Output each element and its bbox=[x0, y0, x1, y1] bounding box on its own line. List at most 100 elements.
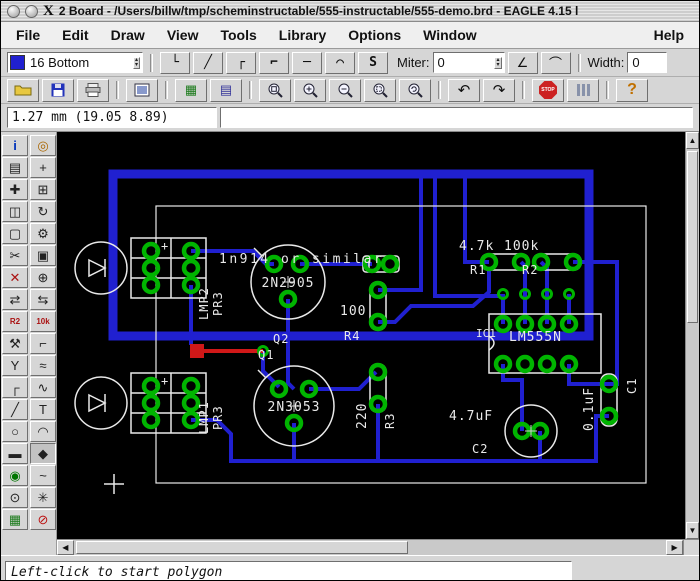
tool-group[interactable]: ▢ bbox=[2, 223, 28, 244]
help-button[interactable]: ? bbox=[616, 78, 648, 102]
tool-rotate[interactable]: ↻ bbox=[30, 201, 56, 222]
layer-select[interactable]: 16 Bottom ▴ ▾ bbox=[7, 52, 143, 73]
bend-style-3-button[interactable]: ┌ bbox=[226, 51, 256, 74]
scroll-up-icon[interactable]: ▲ bbox=[686, 132, 699, 149]
tool-replace[interactable]: ⇆ bbox=[30, 289, 56, 310]
miter-round-button[interactable]: ⌒ bbox=[540, 51, 571, 74]
tool-change[interactable]: ⚙ bbox=[30, 223, 56, 244]
bend-style-2-button[interactable]: ╱ bbox=[193, 51, 223, 74]
tool-polygon[interactable]: ◆ bbox=[30, 443, 56, 464]
tool-ratsnest[interactable]: ✳ bbox=[30, 487, 56, 508]
help-icon: ? bbox=[627, 81, 637, 98]
tool-drc[interactable]: ⊘ bbox=[30, 509, 56, 530]
tool-show[interactable]: ◎ bbox=[30, 135, 56, 156]
tool-info[interactable]: i bbox=[2, 135, 28, 156]
tool-delete[interactable]: ✕ bbox=[2, 267, 28, 288]
tool-auto[interactable]: ▦ bbox=[2, 509, 28, 530]
tool-pinswap[interactable]: ⇄ bbox=[2, 289, 28, 310]
scrollbar-corner bbox=[683, 539, 699, 555]
tool-text[interactable]: T bbox=[30, 399, 56, 420]
zoom-redraw-button[interactable] bbox=[399, 78, 431, 102]
tool-circle[interactable]: ○ bbox=[2, 421, 28, 442]
tool-smash[interactable]: ⚒ bbox=[2, 333, 28, 354]
miter-spinner[interactable]: ▴ ▾ bbox=[494, 56, 502, 69]
zoom-in-button[interactable] bbox=[294, 78, 326, 102]
spin-down-icon: ▾ bbox=[496, 61, 500, 68]
tool-paste[interactable]: ▣ bbox=[30, 245, 56, 266]
bend-style-7-button[interactable]: S bbox=[358, 51, 388, 74]
open-button[interactable] bbox=[7, 78, 39, 102]
minimize-button[interactable] bbox=[25, 4, 38, 18]
scroll-left-icon[interactable]: ◀ bbox=[56, 540, 74, 555]
go-button[interactable] bbox=[567, 78, 599, 102]
tool-add[interactable]: ⊕ bbox=[30, 267, 56, 288]
r4-name: R4 bbox=[344, 329, 360, 343]
tool-ripup[interactable]: ∿ bbox=[30, 377, 56, 398]
bend-style-4-button[interactable]: ⌐ bbox=[259, 51, 289, 74]
tool-value[interactable]: 10k bbox=[30, 311, 56, 332]
floppy-icon bbox=[51, 83, 65, 97]
layer-spinner[interactable]: ▴ ▾ bbox=[132, 56, 140, 69]
scroll-down-icon[interactable]: ▼ bbox=[686, 522, 699, 539]
board-button[interactable] bbox=[126, 78, 158, 102]
menu-file[interactable]: File bbox=[16, 27, 41, 43]
tool-hole[interactable]: ⊙ bbox=[2, 487, 28, 508]
tool-copy[interactable]: ⊞ bbox=[30, 179, 56, 200]
print-button[interactable] bbox=[77, 78, 109, 102]
menu-edit[interactable]: Edit bbox=[62, 27, 89, 43]
miter-input[interactable]: 0 ▴ ▾ bbox=[432, 52, 505, 73]
tool-display[interactable]: ▤ bbox=[2, 157, 28, 178]
menu-draw[interactable]: Draw bbox=[110, 27, 145, 43]
menu-view[interactable]: View bbox=[166, 27, 199, 43]
bend-style-5-button[interactable]: ─ bbox=[292, 51, 322, 74]
tool-split[interactable]: Y bbox=[2, 355, 28, 376]
menu-tools[interactable]: Tools bbox=[220, 27, 257, 43]
horizontal-scroll-track[interactable] bbox=[410, 540, 666, 555]
vertical-scroll-thumb[interactable] bbox=[687, 151, 698, 323]
horizontal-scroll-thumb[interactable] bbox=[75, 541, 408, 554]
q1-name: Q1 bbox=[258, 348, 274, 362]
tool-mirror[interactable]: ◫ bbox=[2, 201, 28, 222]
board-canvas[interactable]: 1n914 or similar LMP2 PR3 LMP1 PR3 2N290… bbox=[57, 132, 685, 539]
width-value: 0 bbox=[632, 55, 640, 70]
parameter-toolbar: 16 Bottom ▴ ▾ └ ╱ ┌ ⌐ ─ ⌒ S Miter: 0 ▴ ▾… bbox=[1, 49, 699, 77]
use-library-button[interactable]: ▦ bbox=[175, 78, 207, 102]
menu-help[interactable]: Help bbox=[653, 27, 684, 43]
tool-via[interactable]: ◉ bbox=[2, 465, 28, 486]
miter-straight-button[interactable]: ∠ bbox=[507, 51, 538, 74]
tool-cut[interactable]: ✂ bbox=[2, 245, 28, 266]
menu-window[interactable]: Window bbox=[423, 27, 477, 43]
stop-button[interactable]: STOP bbox=[532, 78, 564, 102]
miter-label: Miter: bbox=[397, 55, 430, 70]
zoom-fit-button[interactable] bbox=[259, 78, 291, 102]
zoom-out-button[interactable] bbox=[329, 78, 361, 102]
horizontal-scrollbar[interactable]: ◀ ▶ bbox=[56, 539, 684, 555]
vertical-scrollbar[interactable]: ▲ ▼ bbox=[685, 132, 699, 539]
tool-move[interactable]: ✚ bbox=[2, 179, 28, 200]
menu-library[interactable]: Library bbox=[278, 27, 327, 43]
scroll-right-icon[interactable]: ▶ bbox=[666, 540, 684, 555]
tool-rect[interactable]: ▬ bbox=[2, 443, 28, 464]
display-layers-button[interactable]: ▤ bbox=[210, 78, 242, 102]
tool-wire[interactable]: ╱ bbox=[2, 399, 28, 420]
bend-style-1-button[interactable]: └ bbox=[160, 51, 190, 74]
zoom-select-button[interactable] bbox=[364, 78, 396, 102]
tool-signal[interactable]: ~ bbox=[30, 465, 56, 486]
scrollbar-spacer bbox=[1, 539, 57, 555]
tool-route[interactable]: ┌ bbox=[2, 377, 28, 398]
width-select[interactable]: 0 bbox=[627, 52, 668, 73]
tool-optimize[interactable]: ≈ bbox=[30, 355, 56, 376]
close-button[interactable] bbox=[7, 4, 20, 18]
undo-button[interactable]: ↶ bbox=[448, 78, 480, 102]
command-input[interactable] bbox=[220, 107, 693, 128]
redo-button[interactable]: ↷ bbox=[483, 78, 515, 102]
vertical-scroll-track[interactable] bbox=[686, 325, 699, 522]
tool-name[interactable]: R2 bbox=[2, 311, 28, 332]
save-button[interactable] bbox=[42, 78, 74, 102]
zoom-out-icon bbox=[338, 83, 353, 98]
tool-miter[interactable]: ⌐ bbox=[30, 333, 56, 354]
tool-mark[interactable]: + bbox=[30, 157, 56, 178]
bend-style-6-button[interactable]: ⌒ bbox=[325, 51, 355, 74]
tool-arc[interactable]: ◠ bbox=[30, 421, 56, 442]
menu-options[interactable]: Options bbox=[348, 27, 402, 43]
